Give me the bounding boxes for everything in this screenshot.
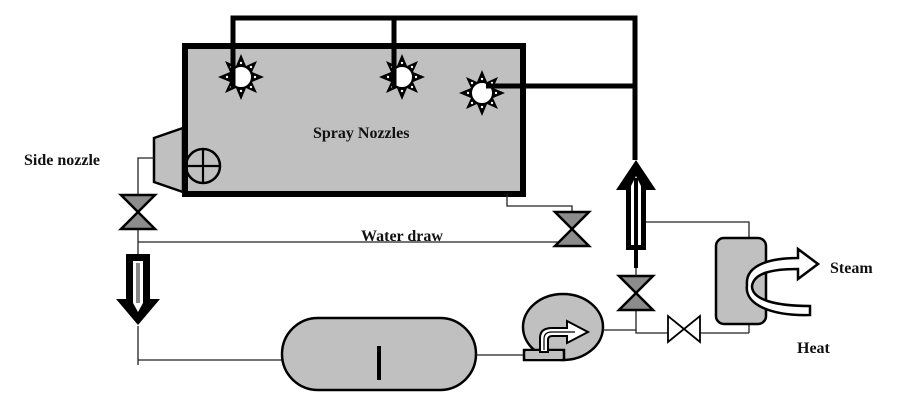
flow-arrow-down-icon xyxy=(116,254,160,325)
discharge-valve[interactable] xyxy=(615,274,657,312)
mixer-crosshair-icon xyxy=(184,147,222,185)
steam-arrow-icon xyxy=(745,246,821,317)
heat-label: Heat xyxy=(797,340,831,357)
spray-nozzles-label: Spray Nozzles xyxy=(313,125,409,142)
discharge-piping xyxy=(603,221,750,334)
side-nozzle-label: Side nozzle xyxy=(24,152,100,169)
water-draw-valve[interactable] xyxy=(551,210,593,248)
steam-label: Steam xyxy=(830,260,873,277)
side-nozzle-piping xyxy=(137,157,580,365)
heat-exchanger xyxy=(714,236,768,326)
pump[interactable] xyxy=(521,292,605,362)
water-draw-piping xyxy=(506,194,573,212)
flow-arrow-up-icon xyxy=(616,160,656,268)
side-nozzle xyxy=(152,126,185,194)
water-draw-label: Water draw xyxy=(361,228,443,245)
bypass-valve[interactable] xyxy=(667,314,701,344)
side-nozzle-valve[interactable] xyxy=(117,193,159,231)
